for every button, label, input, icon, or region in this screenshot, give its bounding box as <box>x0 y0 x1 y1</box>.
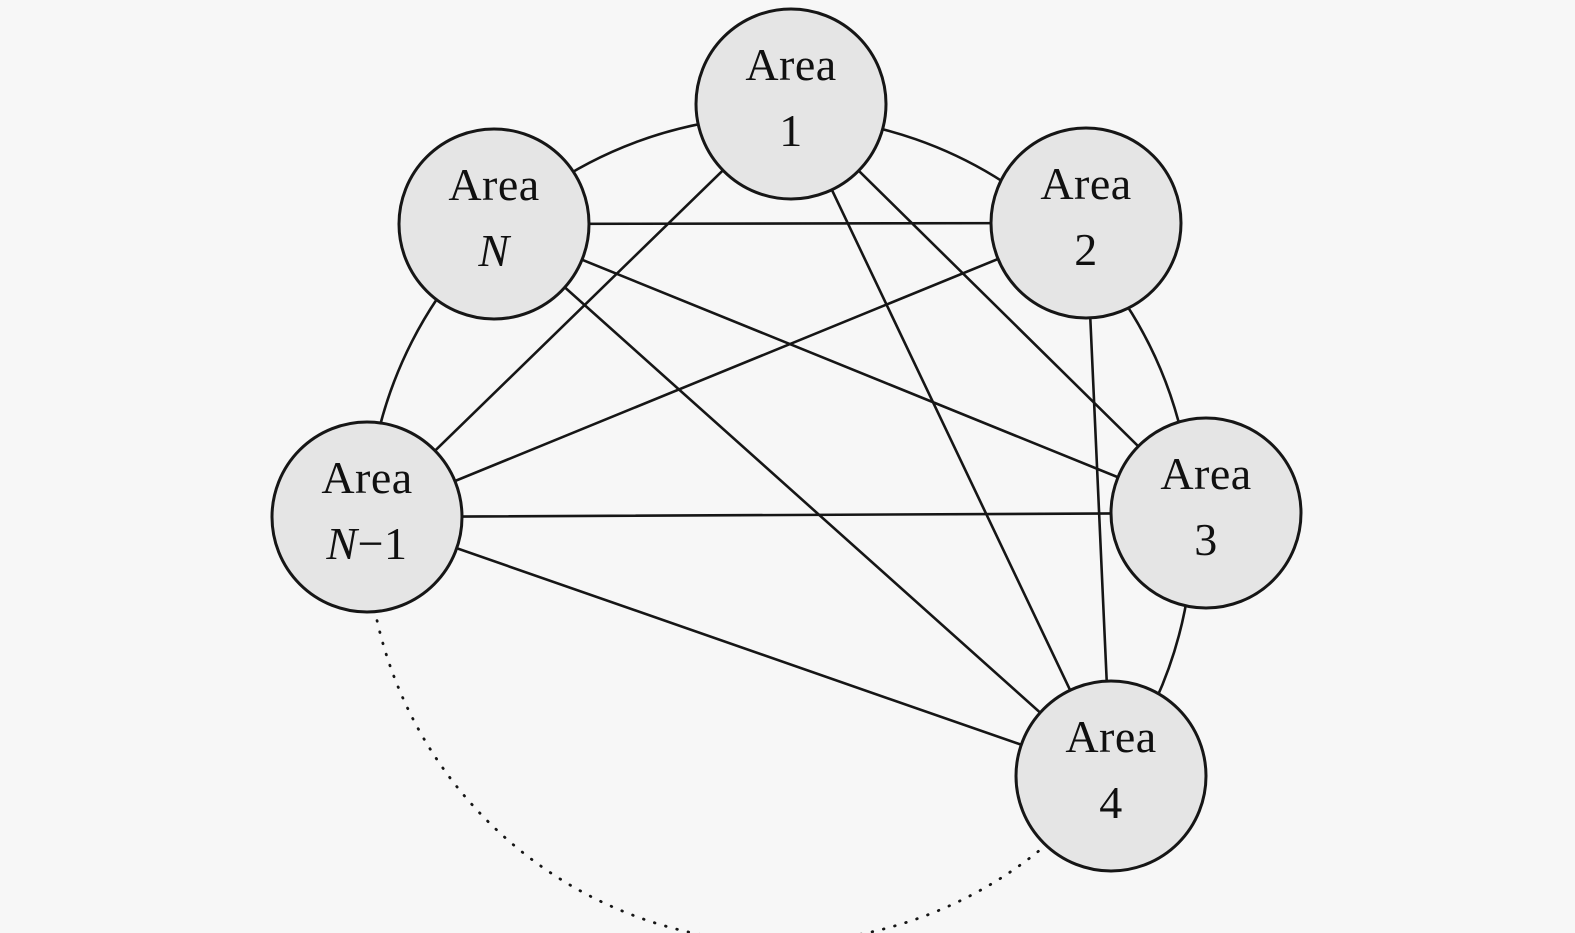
edge-area-n-1-area-3 <box>365 511 1208 519</box>
area-1-label-line1: Area <box>745 39 836 90</box>
area-2-node: Area 2 <box>989 126 1183 320</box>
edge-area-3-area-n <box>492 222 1208 515</box>
edge-area-1-area-4 <box>789 102 1113 778</box>
area-n-1-circle <box>270 420 464 614</box>
edge-area-4-area-n <box>492 222 1113 778</box>
edge-area-1-area-3 <box>789 102 1208 515</box>
area-3-circle <box>1109 416 1303 610</box>
area-4-label-line2: 4 <box>1099 777 1123 828</box>
area-2-label-line1: Area <box>1040 158 1131 209</box>
edge-area-n-area-2 <box>492 221 1088 226</box>
area-2-circle <box>989 126 1183 320</box>
area-1-node: Area 1 <box>694 7 888 201</box>
area-3-node: Area 3 <box>1109 416 1303 610</box>
edge-area-1-area-n-1 <box>365 102 793 519</box>
area-4-node: Area 4 <box>1014 679 1208 873</box>
area-3-label-line1: Area <box>1160 448 1251 499</box>
area-1-label-line2: 1 <box>779 105 803 156</box>
area-n-label-line1: Area <box>448 159 539 210</box>
edge-area-4-area-n-1 <box>365 515 1113 778</box>
area-n-label-line2: N <box>477 225 511 276</box>
area-4-circle <box>1014 679 1208 873</box>
area-2-label-line2: 2 <box>1074 224 1098 275</box>
area-n-1-node: Area N−1 <box>270 420 464 614</box>
area-1-circle <box>694 7 888 201</box>
circle-arc-dotted <box>365 515 1113 933</box>
area-n-1-label-line1: Area <box>321 452 412 503</box>
area-n-node: Area N <box>397 127 591 321</box>
edge-area-2-area-n-1 <box>365 221 1088 519</box>
area-4-label-line1: Area <box>1065 711 1156 762</box>
area-n-1-label-line2: N−1 <box>325 518 407 569</box>
area-3-label-line2: 3 <box>1194 514 1218 565</box>
area-n-circle <box>397 127 591 321</box>
